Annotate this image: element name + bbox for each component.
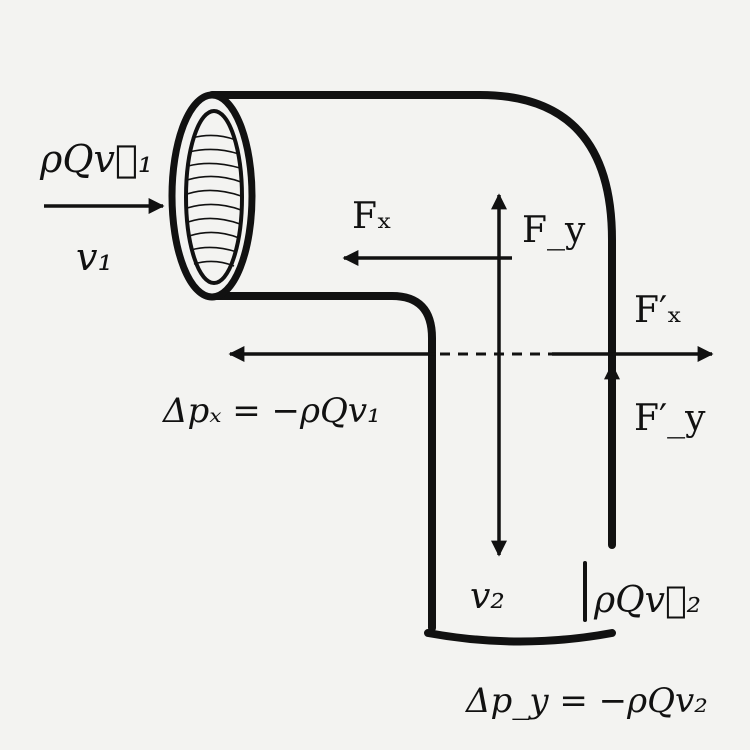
label-fy-prime: F′_y: [634, 398, 706, 439]
label-dpx: Δpₓ = −ρQv₁: [161, 391, 381, 431]
label-dpy: Δp_y = −ρQv₂: [464, 681, 708, 721]
label-momentum-in: ρQv⃗₁: [39, 137, 153, 181]
label-momentum-out: ρQv⃗₂: [593, 580, 701, 621]
label-v1: v₁: [76, 235, 113, 279]
pipe-inner-wall: [208, 292, 436, 632]
label-v2: v₂: [470, 576, 505, 617]
pipe-outer-wall: [208, 91, 616, 549]
inlet-shading: [186, 134, 242, 267]
inlet-rim-inner: [184, 109, 244, 285]
pipe-outlet-rim: [424, 629, 616, 646]
pipe-elbow: [208, 91, 616, 646]
label-fx-prime: F′ₓ: [634, 290, 682, 331]
pipe-inlet-opening: [168, 91, 256, 301]
label-fx: Fₓ: [352, 196, 392, 237]
label-fy: F_y: [522, 210, 586, 251]
